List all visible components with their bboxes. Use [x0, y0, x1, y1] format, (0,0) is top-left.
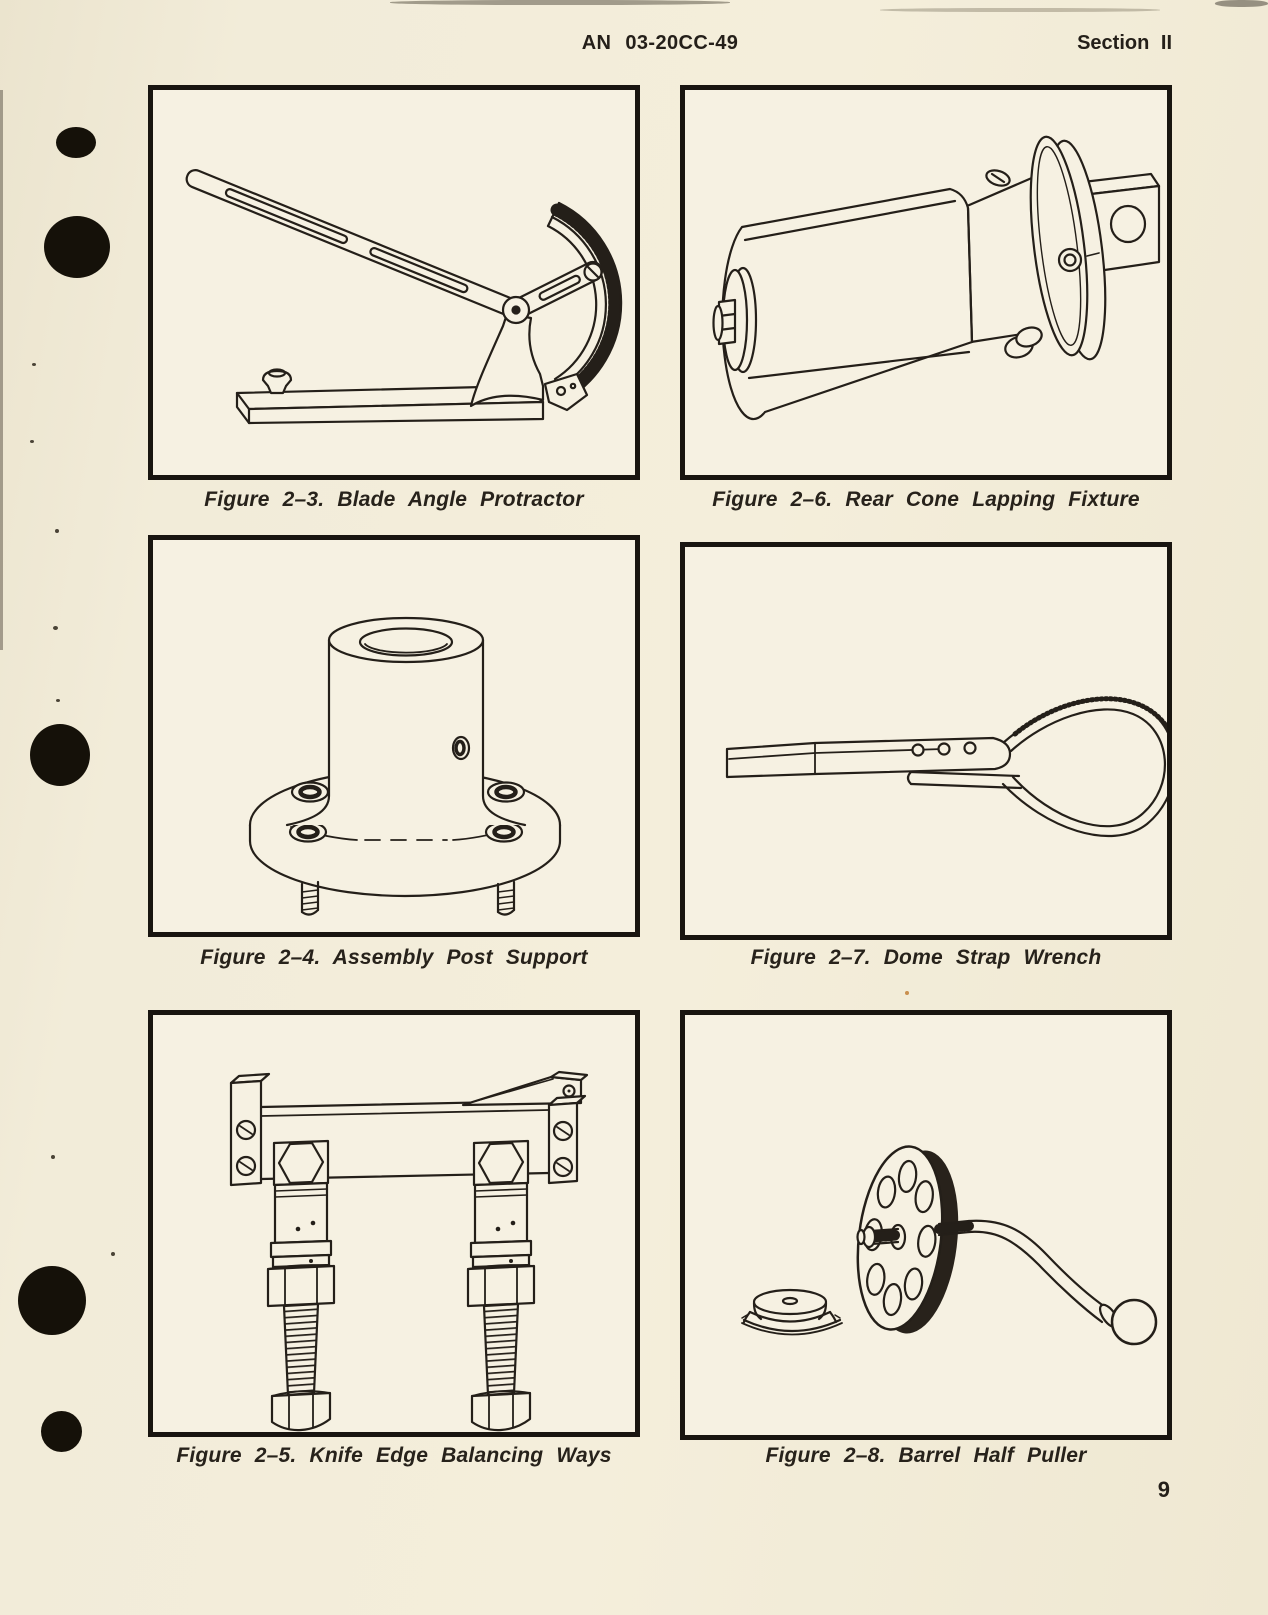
binding-hole	[44, 216, 110, 278]
figure-caption-2-3: Figure 2–3. Blade Angle Protractor	[204, 488, 584, 511]
figure-2-6-drawing	[712, 135, 1161, 421]
dust-speck	[905, 991, 909, 995]
figure-panel-2-6	[680, 85, 1172, 480]
header-doc-number: AN 03-20CC-49	[581, 32, 739, 54]
figure-caption-2-8: Figure 2–8. Barrel Half Puller	[765, 1444, 1087, 1467]
dust-speck	[32, 363, 36, 366]
scan-smudge	[880, 8, 1160, 12]
figure-caption-2-4: Figure 2–4. Assembly Post Support	[200, 946, 588, 969]
figure-2-3-drawing	[185, 169, 623, 425]
binding-hole	[18, 1266, 86, 1335]
page-number: 9	[1157, 1477, 1170, 1502]
dust-speck	[53, 626, 58, 630]
figure-caption-2-5: Figure 2–5. Knife Edge Balancing Ways	[176, 1444, 612, 1467]
figure-2-4-drawing	[248, 616, 562, 916]
figure-panel-2-5	[148, 1010, 640, 1437]
figure-panel-2-3	[148, 85, 640, 480]
dust-speck	[30, 440, 34, 443]
dust-speck	[111, 1252, 115, 1256]
header-section: Section II	[1077, 32, 1172, 54]
scan-smudge	[390, 0, 730, 5]
scan-smudge	[1215, 0, 1268, 7]
binding-hole	[41, 1411, 82, 1452]
dust-speck	[51, 1155, 55, 1159]
dust-speck	[55, 529, 59, 533]
binding-hole	[30, 724, 90, 786]
figure-caption-2-7: Figure 2–7. Dome Strap Wrench	[750, 946, 1102, 969]
figure-2-8-drawing	[741, 1145, 1158, 1346]
figure-panel-2-7	[680, 542, 1172, 940]
binding-hole	[56, 127, 96, 158]
figure-panel-2-4	[148, 535, 640, 937]
figure-panel-2-8	[680, 1010, 1172, 1440]
scan-edge-shadow	[0, 90, 3, 650]
dust-speck	[56, 699, 60, 702]
figure-2-7-drawing	[725, 696, 1167, 838]
figure-caption-2-6: Figure 2–6. Rear Cone Lapping Fixture	[712, 488, 1140, 511]
figure-2-5-drawing	[229, 1070, 589, 1432]
